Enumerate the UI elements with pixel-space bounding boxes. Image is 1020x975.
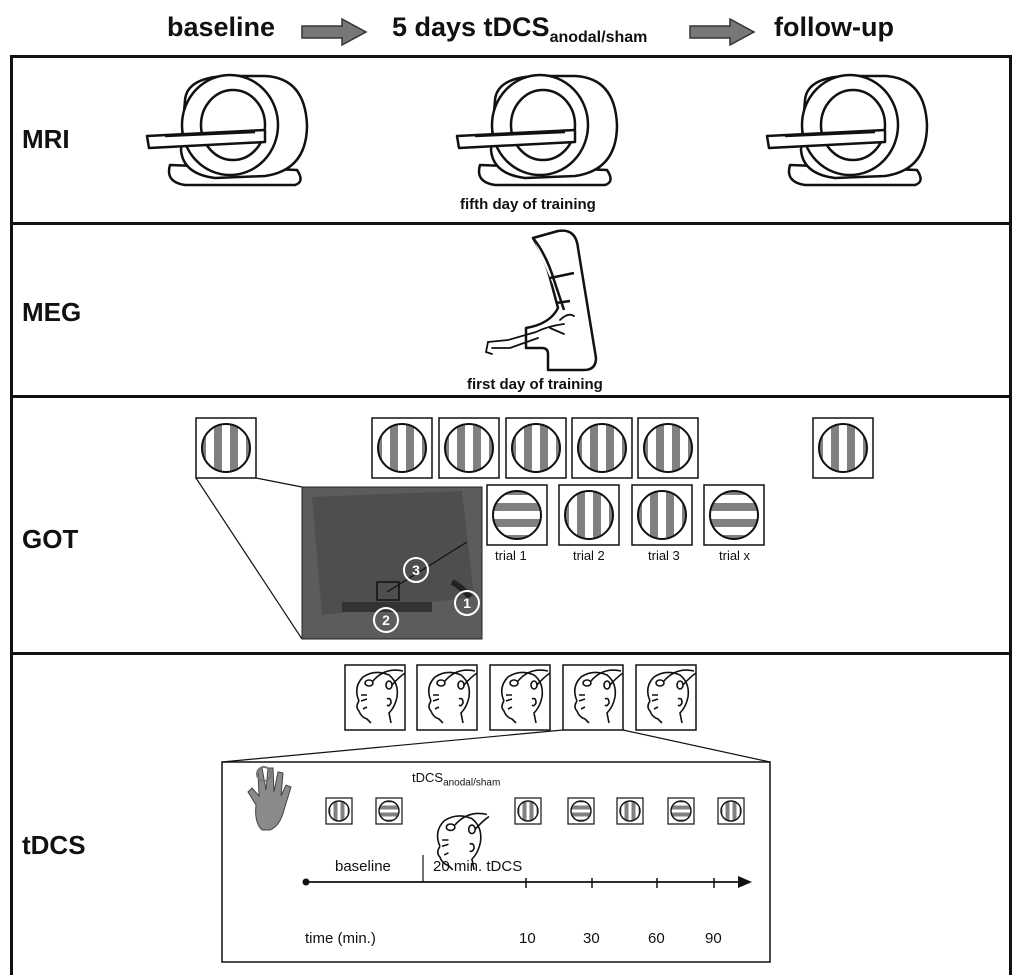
axis-label: time (min.) xyxy=(305,930,376,947)
grating-stimulus-icon xyxy=(718,798,744,824)
axis-tick-label: 90 xyxy=(705,930,722,947)
axis-origin xyxy=(303,879,310,886)
grating-stimulus-icon xyxy=(376,798,402,824)
head-electrode-icon xyxy=(345,665,405,730)
axis-tick-label: 30 xyxy=(583,930,600,947)
electrode-label: tDCSanodal/sham xyxy=(412,770,500,789)
grating-stimulus-icon xyxy=(326,798,352,824)
axis-arrowhead xyxy=(738,876,752,888)
phase-baseline-label: baseline xyxy=(335,858,391,875)
axis-tick-label: 60 xyxy=(648,930,665,947)
head-electrode-icon xyxy=(417,665,477,730)
grating-stimulus-icon xyxy=(515,798,541,824)
head-electrode-icon xyxy=(563,665,623,730)
head-electrode-icon xyxy=(636,665,696,730)
connector-line xyxy=(623,730,770,762)
grating-stimulus-icon xyxy=(617,798,643,824)
grating-stimulus-icon xyxy=(568,798,594,824)
connector-line xyxy=(222,730,563,762)
grating-stimulus-icon xyxy=(668,798,694,824)
phase-stim-label: 20 min. tDCS xyxy=(433,858,522,875)
axis-tick-label: 10 xyxy=(519,930,536,947)
head-electrode-icon xyxy=(490,665,550,730)
